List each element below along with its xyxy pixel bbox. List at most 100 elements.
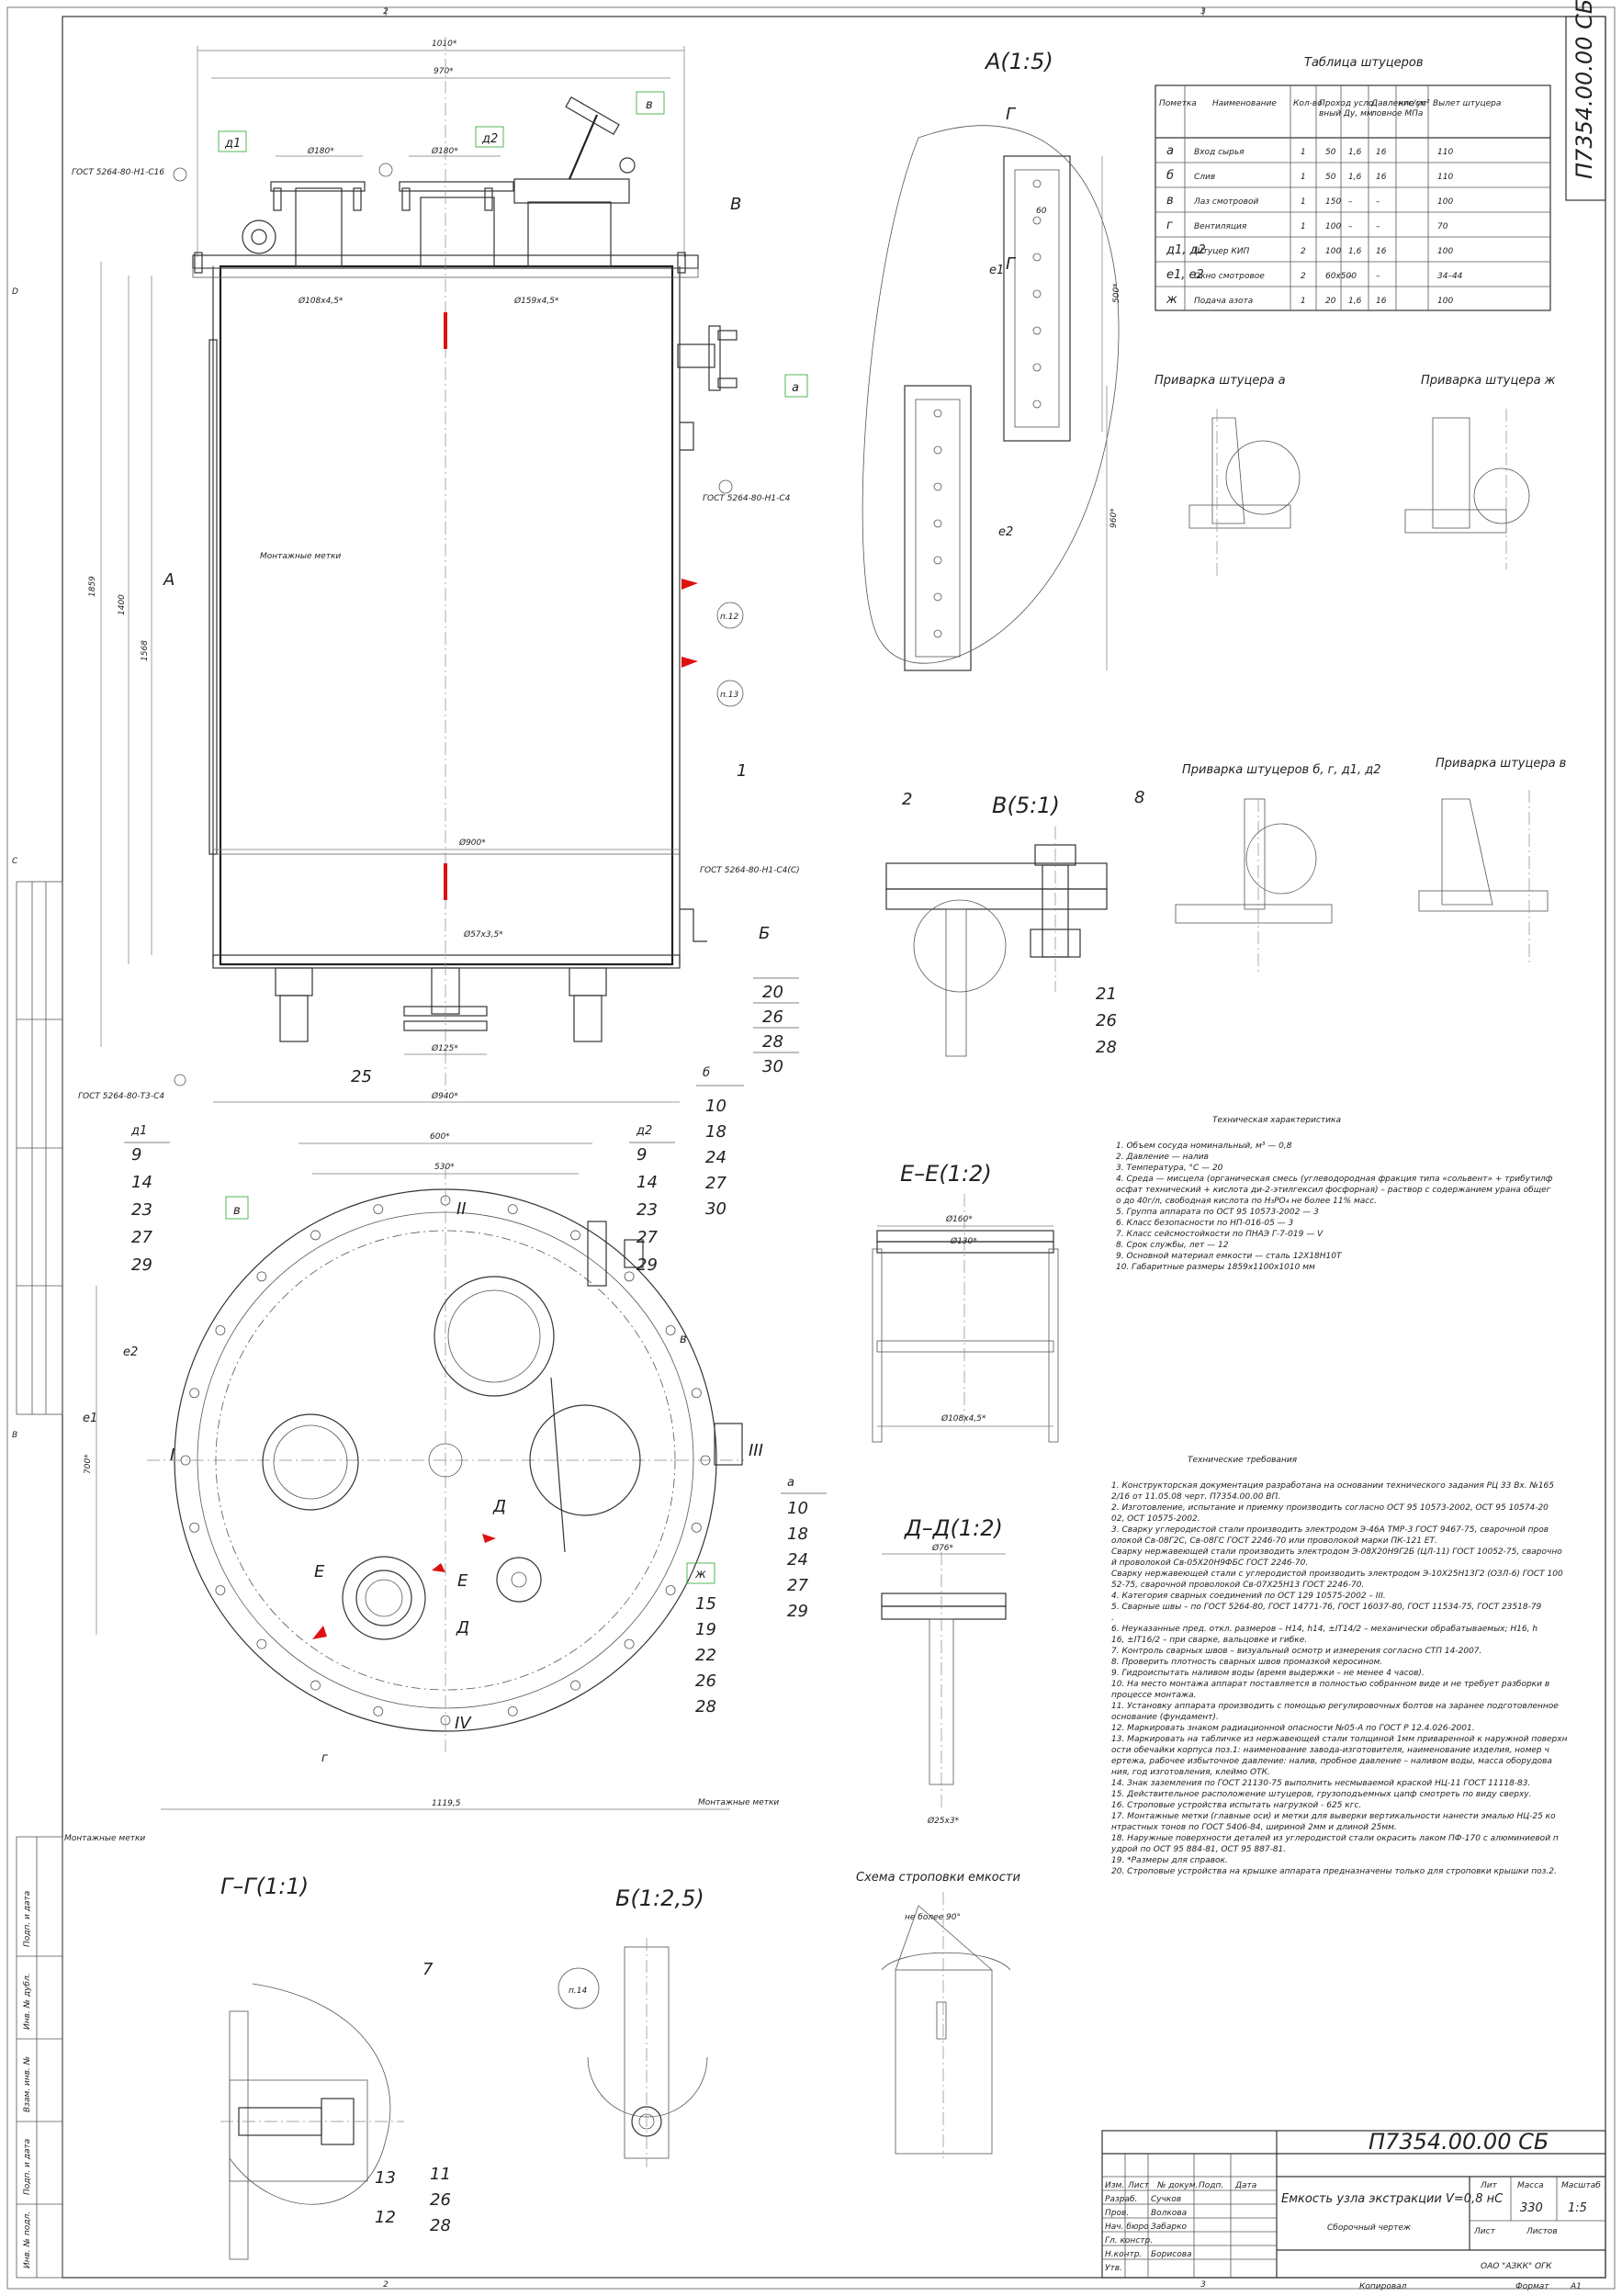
dim-60: 60 — [1036, 207, 1047, 216]
tech-req-line: 16, ±IT16/2 – при сварке, вальцовке и ги… — [1111, 1636, 1307, 1645]
dim-57-front: Ø57х3,5* — [463, 929, 503, 940]
nozzle-table-cell: – — [1376, 272, 1380, 281]
sling-angle: не более 90° — [905, 1913, 961, 1922]
bolt-hole — [215, 1585, 226, 1595]
dim-1859: 1859 — [88, 576, 97, 597]
nozzle-table-cell: 1,6 — [1348, 297, 1362, 306]
gost-top: ГОСТ 5264-80-Н1-С16 — [72, 168, 164, 177]
nozzle-table-cell: Слив — [1194, 173, 1215, 182]
nozzle-table-cell: 70 — [1437, 222, 1448, 231]
pos-a-24: 24 — [787, 1550, 808, 1570]
zone-mark-side-c: C — [12, 857, 18, 866]
side-vzam-inv: Взам. инв. № — [23, 2056, 32, 2112]
tech-req-line: 10. На место монтажа аппарат поставляетс… — [1111, 1680, 1549, 1689]
bolt-hole — [215, 1325, 226, 1335]
label-d1-front: д1 — [224, 137, 241, 151]
box-d2-front — [475, 126, 504, 148]
bolt-hole — [691, 1522, 702, 1533]
view-b-drawing: п.14 — [558, 1938, 708, 2167]
dim-970: 970* — [434, 67, 454, 76]
nozzle-table-header: Наименование — [1212, 99, 1277, 108]
weld-zh-title: Приварка штуцера ж — [1421, 374, 1556, 388]
title-block-name: Забарко — [1151, 2223, 1187, 2232]
title-sheet-label: Лист — [1473, 2227, 1496, 2236]
drawing-frame — [62, 16, 1606, 2279]
pos-d1-14: 14 — [131, 1173, 152, 1192]
view-a-g-top: Г — [1006, 105, 1017, 124]
nozzle-table-header: вный Ду, мм — [1319, 109, 1373, 118]
bolt-hole — [700, 1455, 711, 1466]
dim-530: 530* — [434, 1163, 455, 1172]
bolt-hole — [180, 1455, 191, 1466]
tech-req-title: Технические требования — [1188, 1456, 1298, 1465]
tech-req-line: 16. Строповые устройства испытать нагруз… — [1111, 1801, 1361, 1810]
dim-500: 500* — [1112, 283, 1121, 303]
sling-scheme-drawing — [881, 1892, 1011, 2158]
tech-char-line: 9. Основной материал емкости — сталь 12Х… — [1116, 1252, 1343, 1261]
title-block-name: Волкова — [1151, 2209, 1187, 2218]
pos-zh-22: 22 — [695, 1646, 716, 1665]
nozzle-table-cell: г — [1166, 219, 1173, 232]
pos-a-29: 29 — [787, 1602, 808, 1621]
pos-v-21: 21 — [1096, 985, 1117, 1004]
nozzle-table-header: Вылет штуцера — [1433, 99, 1501, 108]
p13-circle: п.13 — [720, 691, 738, 700]
label-b: б — [703, 1066, 710, 1080]
bolt-hole — [189, 1522, 200, 1533]
pos-d2-23: 23 — [636, 1200, 658, 1220]
nozzle-table-cell: – — [1376, 222, 1380, 231]
view-ee-drawing: Ø160* Ø108х4,5* Ø130* — [872, 1194, 1059, 1443]
zone-mark-side-d: D — [12, 287, 18, 297]
box-v-front — [636, 91, 665, 115]
view-a-e2: е2 — [998, 525, 1013, 539]
section-b-marker: Б — [759, 924, 770, 943]
tech-char-title: Техническая характеристика — [1212, 1116, 1341, 1125]
dim-180a: Ø180* — [307, 146, 334, 156]
pos-v-26: 26 — [1096, 1011, 1117, 1030]
pos-list-zh: ж 15 19 22 26 28 — [686, 1562, 716, 1716]
dim-960: 960* — [1109, 508, 1119, 528]
nozzle-table-cell: б — [1166, 169, 1174, 183]
nozzle-table-cell: 50 — [1325, 148, 1336, 157]
bolt-hole — [440, 1195, 451, 1206]
dim-1400: 1400 — [118, 594, 127, 615]
tech-req-line: 6. Неуказанные пред. откл. размеров – Н1… — [1111, 1625, 1538, 1634]
bolt-hole — [310, 1680, 321, 1691]
weld-bgd-title: Приварка штуцеров б, г, д1, д2 — [1182, 763, 1380, 777]
dim-600: 600* — [430, 1132, 450, 1142]
view-b-p14: п.14 — [569, 1986, 587, 1996]
box-d1-front — [218, 130, 247, 152]
section-v-marker: В — [730, 195, 741, 214]
front-view: 1010* 970* Ø180* Ø180* — [88, 37, 738, 1103]
dim-76: Ø76* — [931, 1543, 954, 1553]
nozzle-table-cell: 1 — [1301, 297, 1306, 306]
title-scale-label: Масштаб — [1561, 2181, 1601, 2190]
sec-d-top: Д — [492, 1497, 506, 1516]
view-gg-title: Г–Г(1:1) — [220, 1874, 309, 1899]
mount-marks-plan-right: Монтажные метки — [698, 1798, 779, 1807]
title-mass-label: Масса — [1517, 2181, 1544, 2190]
tech-req-line: Сварку нержавеющей стали с углеродистой … — [1111, 1570, 1563, 1579]
box-v-plan — [225, 1196, 249, 1220]
pos-d1-9: 9 — [131, 1145, 141, 1165]
nozzle-table-cell: Штуцер КИП — [1194, 247, 1250, 256]
nozzle-table-cell: д1, д2 — [1166, 243, 1206, 257]
pos-b-10: 10 — [705, 1097, 727, 1116]
bolt-hole — [665, 1325, 676, 1335]
dim-125: Ø125* — [431, 1043, 458, 1053]
dim-130: Ø130* — [950, 1236, 977, 1246]
gost-bottom: ГОСТ 5264-80-Т3-С4 — [78, 1092, 164, 1101]
tech-req-line: удрой по ОСТ 95 884-81, ОСТ 95 887-81. — [1110, 1845, 1286, 1854]
tech-req-line: процессе монтажа. — [1111, 1691, 1196, 1700]
title-block-header-cell: Изм. — [1105, 2181, 1124, 2190]
view-a-drawing: 500* 960* 60 — [862, 125, 1121, 671]
title-copied: Копировал — [1359, 2282, 1407, 2291]
title-doc-type: Сборочный чертеж — [1327, 2223, 1412, 2233]
bolt-hole — [373, 1705, 384, 1716]
sec-e-left: Е — [314, 1562, 325, 1581]
nozzle-table-cell: Вход сырья — [1194, 148, 1245, 157]
pos-d1-27: 27 — [131, 1228, 152, 1247]
pos-list-b: б 10 18 24 27 30 — [696, 1066, 744, 1219]
pos-list-bottom-right: 20 26 28 30 — [753, 977, 799, 1076]
